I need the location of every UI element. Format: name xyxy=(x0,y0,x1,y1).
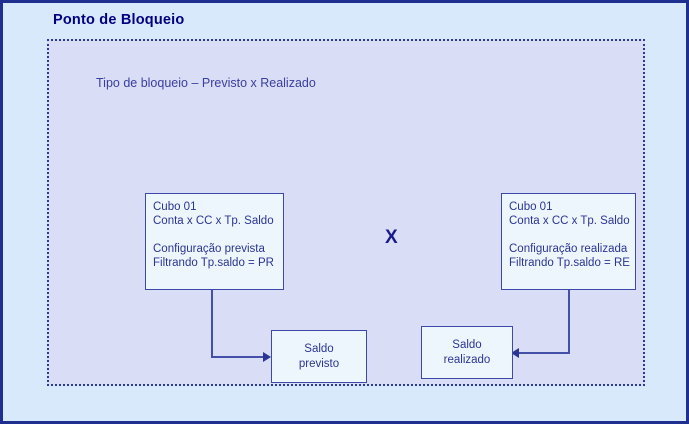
arrowhead-right-icon xyxy=(263,352,271,362)
cubo-previsto-line-4: Filtrando Tp.saldo = PR xyxy=(153,257,274,269)
cubo-realizado-spacer xyxy=(509,228,635,242)
node-saldo-realizado[interactable]: Saldo realizado xyxy=(421,326,513,379)
cubo-realizado-line-2: Conta x CC x Tp. Saldo xyxy=(509,215,630,227)
diagram-panel: Tipo de bloqueio – Previsto x Realizado … xyxy=(47,39,645,386)
node-cubo-realizado[interactable]: Cubo 01 Conta x CC x Tp. Saldo Configura… xyxy=(501,193,636,290)
cubo-previsto-line-2: Conta x CC x Tp. Saldo xyxy=(153,215,274,227)
cubo-realizado-line-3: Configuração realizada xyxy=(509,243,628,255)
diagram-subtitle: Tipo de bloqueio – Previsto x Realizado xyxy=(96,76,316,90)
page-title: Ponto de Bloqueio xyxy=(53,12,185,28)
cubo-previsto-line-1: Cubo 01 xyxy=(153,201,197,213)
cubo-previsto-line-3: Configuração prevista xyxy=(153,243,265,255)
connector-realizado-vertical xyxy=(568,290,570,354)
cubo-realizado-line-4: Filtrando Tp.saldo = RE xyxy=(509,257,630,269)
comparison-x-symbol: X xyxy=(385,227,398,248)
connector-previsto-vertical xyxy=(211,290,213,358)
connector-realizado-horizontal xyxy=(519,352,570,354)
saldo-previsto-line-2: previsto xyxy=(298,357,340,370)
saldo-realizado-line-2: realizado xyxy=(443,353,491,366)
cubo-previsto-spacer xyxy=(153,228,283,242)
connector-previsto-horizontal xyxy=(211,356,265,358)
node-saldo-previsto[interactable]: Saldo previsto xyxy=(271,330,367,383)
cubo-realizado-line-1: Cubo 01 xyxy=(509,201,553,213)
arrowhead-left-icon xyxy=(511,348,519,358)
node-cubo-previsto[interactable]: Cubo 01 Conta x CC x Tp. Saldo Configura… xyxy=(145,193,284,290)
saldo-previsto-line-1: Saldo xyxy=(304,342,334,355)
saldo-realizado-line-1: Saldo xyxy=(452,338,482,351)
